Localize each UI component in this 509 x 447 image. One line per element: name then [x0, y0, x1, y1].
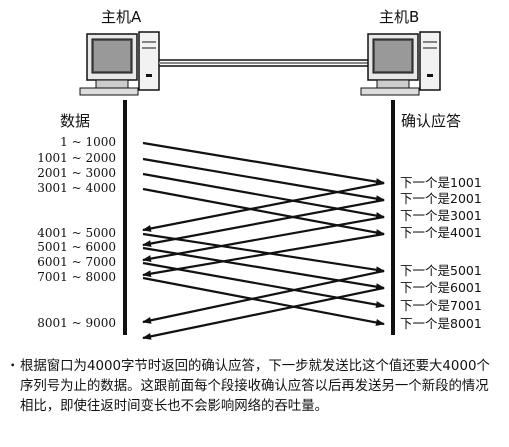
ack-label: 下一个是1001	[400, 175, 482, 190]
data-column-header: 数据	[60, 112, 90, 130]
segment-label: 1 ~ 1000	[60, 135, 116, 149]
ack-label: 下一个是5001	[400, 263, 482, 278]
segment-label: 6001 ~ 7000	[37, 255, 116, 269]
ack-labels: 下一个是1001 下一个是2001 下一个是3001 下一个是4001 下一个是…	[400, 175, 482, 331]
ack-label: 下一个是3001	[400, 208, 482, 223]
segment-label: 1001 ~ 2000	[37, 151, 116, 165]
segment-label: 2001 ~ 3000	[37, 166, 116, 180]
caption: ・ 根据窗口为4000字节时返回的确认应答，下一步就发送比这个值还要大4000个…	[6, 357, 501, 417]
bullet-icon: ・	[6, 359, 20, 374]
segment-label: 5001 ~ 6000	[37, 240, 116, 254]
host-b-label: 主机B	[379, 8, 419, 26]
data-arrow	[142, 232, 385, 274]
data-arrow	[142, 276, 385, 326]
ack-label: 下一个是4001	[400, 225, 482, 240]
caption-text: 根据窗口为4000字节时返回的确认应答，下一步就发送比这个值还要大4000个序列…	[20, 359, 490, 414]
data-arrow	[142, 187, 385, 236]
host-a-label: 主机A	[101, 8, 142, 26]
segment-labels: 1 ~ 1000 1001 ~ 2000 2001 ~ 3000 3001 ~ …	[37, 135, 116, 330]
data-arrow	[142, 172, 385, 220]
ack-label: 下一个是6001	[400, 280, 482, 295]
ack-label: 下一个是8001	[400, 316, 482, 331]
ack-arrows	[142, 181, 385, 340]
ack-arrow	[142, 215, 385, 263]
computer-b-icon	[360, 31, 441, 96]
data-arrows	[142, 141, 385, 326]
segment-label: 8001 ~ 9000	[37, 316, 116, 330]
ack-arrow	[142, 198, 385, 247]
ack-arrow	[142, 286, 385, 340]
segment-label: 4001 ~ 5000	[37, 226, 116, 240]
ack-arrow	[142, 181, 385, 232]
data-arrow	[142, 141, 385, 186]
data-arrow	[142, 246, 385, 291]
ack-arrow	[142, 269, 385, 324]
ack-label: 下一个是2001	[400, 191, 482, 206]
network-cable	[159, 59, 368, 67]
ack-arrow	[142, 232, 385, 278]
data-arrow	[142, 261, 385, 309]
sliding-window-diagram: 主机A 主机B 数据 确认应答 1 ~ 1000 1001	[37, 8, 482, 340]
segment-label: 7001 ~ 8000	[37, 270, 116, 284]
ack-label: 下一个是7001	[400, 298, 482, 313]
ack-column-header: 确认应答	[401, 112, 461, 130]
segment-label: 3001 ~ 4000	[37, 181, 116, 195]
computer-a-icon	[79, 31, 160, 96]
data-arrow	[142, 157, 385, 203]
